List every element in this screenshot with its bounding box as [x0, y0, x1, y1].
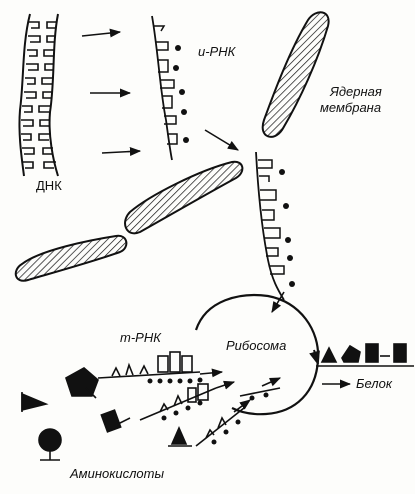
ribosome-label: Рибосома	[226, 338, 286, 353]
membrane-fragment-middle	[125, 162, 242, 234]
dna-label: ДНК	[36, 178, 62, 193]
amino-acid-pentagon	[66, 368, 98, 398]
membrane-fragment-left	[16, 236, 127, 281]
amino-acid-triangle-flag	[22, 392, 46, 412]
amino-acids	[22, 368, 192, 460]
trna-chain	[98, 352, 280, 446]
ribosome-outline	[196, 295, 318, 414]
amino-acid-circle	[39, 429, 61, 460]
amino-acids-label: Аминокислоты	[70, 466, 164, 481]
mrna-strand	[152, 16, 189, 160]
dna-to-mrna-arrows	[82, 32, 140, 153]
mrna-descending-strand	[256, 152, 295, 312]
amino-acid-rectangle	[101, 410, 130, 432]
mrna-label: и-РНК	[198, 44, 235, 59]
trna-label: m-РНК	[120, 330, 161, 345]
nuclear-membrane-label-line2: мембрана	[320, 100, 381, 115]
dna-molecule	[19, 14, 58, 176]
amino-acid-triangle	[168, 428, 192, 446]
mrna-export-arrow	[205, 130, 238, 150]
nuclear-membrane-label-line1: Ядерная	[330, 84, 382, 99]
membrane-fragment-top-right	[263, 12, 329, 137]
nuclear-membrane-fragments	[16, 12, 329, 280]
protein-label: Белок	[356, 376, 392, 391]
